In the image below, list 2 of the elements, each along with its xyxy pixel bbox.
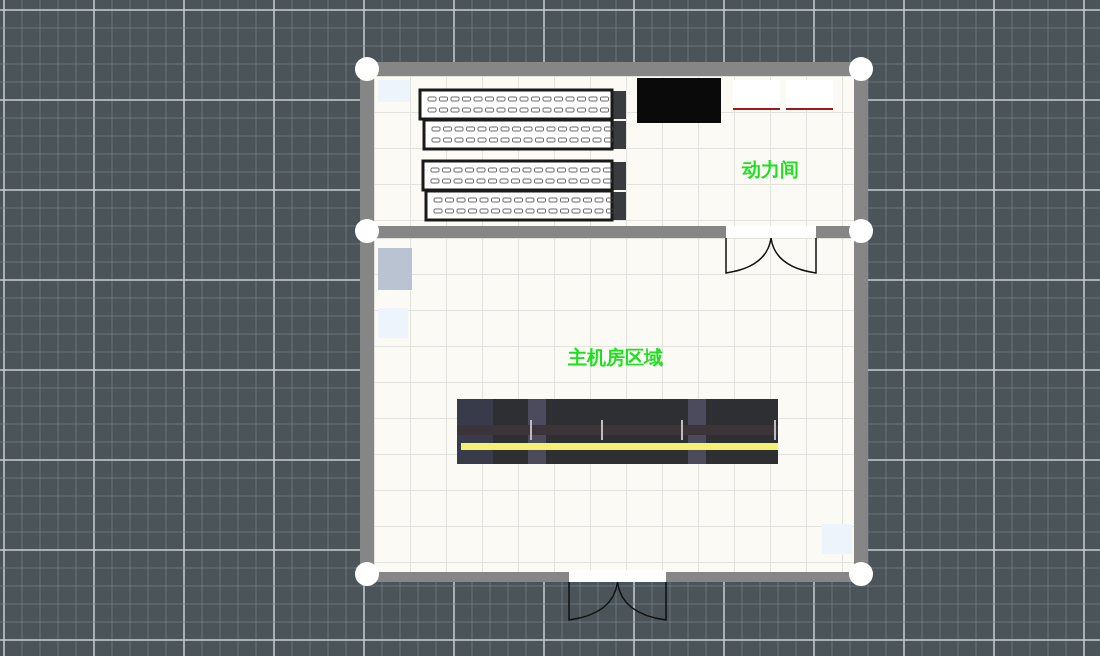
room-label: 动力间: [741, 157, 799, 182]
room-label: 主机房区域: [567, 345, 663, 370]
